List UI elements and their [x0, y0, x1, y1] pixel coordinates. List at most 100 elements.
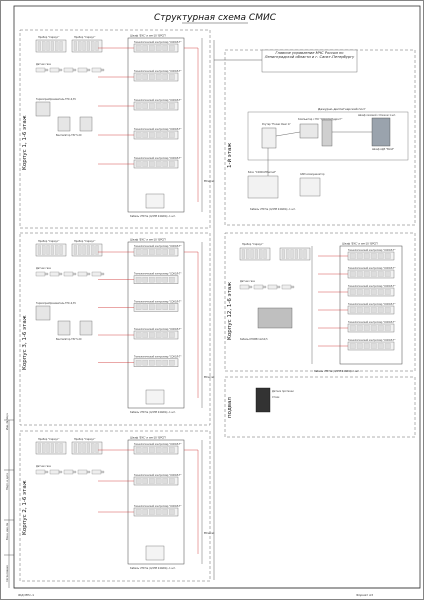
sensor-icon — [50, 272, 62, 276]
module-slot — [136, 75, 141, 80]
module-slot — [378, 344, 384, 349]
device-label: Технологический контроллер "СОКОЛ-Т" — [134, 356, 181, 359]
module-slot — [143, 75, 148, 80]
module-slot — [169, 479, 174, 484]
sensor-tip — [45, 273, 48, 275]
sensor-tip — [87, 273, 90, 275]
module-slot — [136, 360, 141, 365]
device-label: Роутер "Huwei Clear G" — [262, 123, 291, 126]
module-slot — [149, 510, 154, 515]
bolid-box — [248, 176, 278, 198]
device-label: Шкаф 'БУС' и им-10 'БРСП' — [342, 242, 378, 246]
module-slot — [78, 444, 81, 453]
module-slot — [169, 46, 174, 51]
sensor-icon — [36, 68, 48, 72]
module-slot — [149, 448, 154, 453]
section-label: Корпус 3, 1-6 этаж — [22, 315, 28, 370]
module-slot — [136, 104, 141, 109]
monitor-icon — [300, 124, 318, 138]
module-slot — [156, 75, 161, 80]
module-slot — [350, 290, 356, 295]
module-slot — [136, 479, 141, 484]
cable-line — [184, 252, 198, 398]
controller-module — [72, 244, 102, 256]
controller-module — [72, 442, 102, 454]
module-slot — [169, 75, 174, 80]
module-slot — [143, 250, 148, 255]
sensor-body — [92, 68, 101, 72]
module-slot — [143, 277, 148, 282]
module-slot — [149, 479, 154, 484]
device-label: Ethernet — [204, 532, 214, 535]
module-slot — [385, 308, 391, 313]
module-slot — [156, 133, 161, 138]
device-label: Технологический контроллер "СОКОЛ-Т" — [134, 328, 181, 331]
device-label: Датчик газа — [36, 267, 51, 270]
module-slot — [47, 42, 50, 51]
module-slot — [242, 250, 245, 259]
module-slot — [169, 360, 174, 365]
section-label: Корпус 1, 1-6 этаж — [22, 115, 28, 170]
device-label: Технологический контроллер "СОКОЛ-Т" — [348, 303, 395, 306]
sensor-body — [64, 272, 73, 276]
module-slot — [364, 344, 370, 349]
module-slot — [259, 250, 262, 259]
device-label: Технологический контроллер "СОКОЛ-Т" — [134, 300, 181, 303]
sensor-tip — [87, 69, 90, 71]
module-slot — [299, 250, 302, 259]
module-slot — [51, 246, 54, 255]
controller-module — [36, 442, 66, 454]
module-slot — [60, 444, 63, 453]
module-slot — [378, 308, 384, 313]
sensor-icon — [92, 470, 104, 474]
sensor-tip — [101, 273, 104, 275]
controller-module — [134, 446, 178, 454]
controller-module — [348, 288, 394, 296]
device-label: Прибор "Сириус" — [74, 438, 95, 441]
controller-module — [72, 40, 102, 52]
module-slot — [156, 510, 161, 515]
controller-module — [348, 306, 394, 314]
sensor-icon — [64, 68, 76, 72]
sensor-body — [50, 272, 59, 276]
sensor-body — [240, 285, 249, 289]
module-slot — [149, 162, 154, 167]
module-slot — [156, 250, 161, 255]
module-slot — [371, 344, 377, 349]
sensor-icon — [254, 285, 266, 289]
device-label: Датчик газа — [36, 63, 51, 66]
controller-module — [134, 477, 178, 485]
sheet-code: ЖД МНс-1 — [18, 593, 34, 597]
module-slot — [364, 272, 370, 277]
module-slot — [385, 254, 391, 259]
module-slot — [136, 46, 141, 51]
format-label: Формат А3 — [356, 593, 373, 597]
module-slot — [378, 290, 384, 295]
module-slot — [350, 344, 356, 349]
device-label: Технологический контроллер "СОКОЛ-Т" — [348, 285, 395, 288]
module-slot — [350, 326, 356, 331]
device-label: Датчик протечки — [272, 390, 294, 393]
module-slot — [169, 133, 174, 138]
sensor-tip — [73, 273, 76, 275]
section-korpus-3: Корпус 3, 1-6 этаж — [20, 233, 210, 425]
module-slot — [136, 250, 141, 255]
module-slot — [156, 162, 161, 167]
module-slot — [83, 444, 86, 453]
module-slot — [255, 250, 258, 259]
module-slot — [163, 448, 168, 453]
module-slot — [149, 333, 154, 338]
module-slot — [378, 254, 384, 259]
controller-cabinet — [128, 38, 184, 212]
sensor-body — [92, 470, 101, 474]
section-boundary — [225, 377, 415, 437]
ups-rack-icon — [372, 118, 390, 146]
module-slot — [169, 333, 174, 338]
module-slot — [163, 133, 168, 138]
module-slot — [378, 272, 384, 277]
controller-module — [280, 248, 310, 260]
module-slot — [385, 326, 391, 331]
gsm-box — [300, 178, 320, 196]
module-slot — [156, 305, 161, 310]
